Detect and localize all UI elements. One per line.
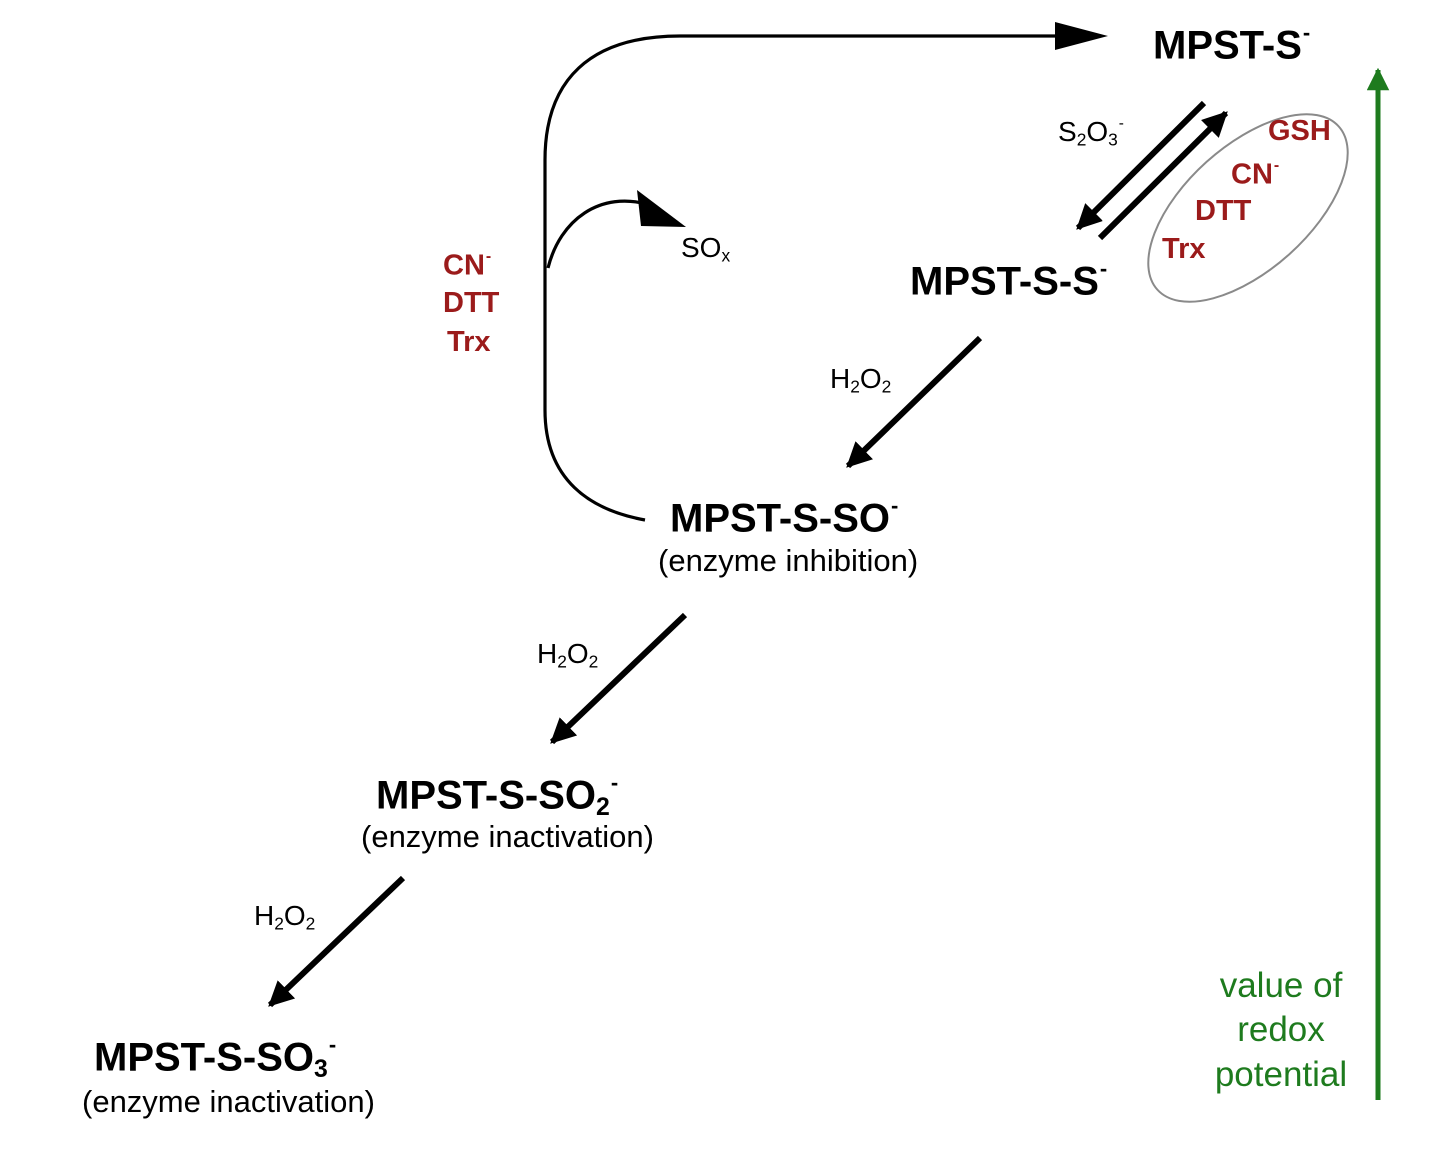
species-mpst-s-s: MPST-S-S- [910, 256, 1108, 304]
sox-release-arrowhead [637, 190, 686, 227]
reductant-oval [1147, 113, 1349, 303]
note-enzyme-inactivation-so2: (enzyme inactivation) [361, 819, 654, 854]
h2o2-arrow-2 [549, 612, 688, 745]
reduction-back-arrow [1097, 110, 1229, 241]
h2o2-arrow-3 [267, 875, 406, 1008]
species-mpst-s-so3: MPST-S-SO3- [94, 1032, 337, 1083]
regeneration-arrowhead [1055, 22, 1108, 50]
reagent-thiosulfate: S2O3- [1058, 115, 1124, 150]
redox-potential-label: value of redox potential [1214, 966, 1348, 1094]
species-mpst-s-so: MPST-S-SO- [670, 493, 899, 541]
reductant-oval-gsh: GSH [1268, 115, 1331, 147]
reductant-oval-dtt: DTT [1195, 195, 1252, 227]
species-mpst-s-so2: MPST-S-SO2- [376, 770, 619, 821]
h2o2-arrow-1 [845, 335, 983, 469]
reagent-h2o2-2: H2O2 [537, 638, 599, 672]
sox-release-arrow [546, 199, 651, 269]
note-enzyme-inactivation-so3: (enzyme inactivation) [82, 1084, 375, 1119]
reagent-h2o2-1: H2O2 [830, 363, 892, 397]
species-mpst-s: MPST-S- [1153, 20, 1311, 68]
reductant-left-dtt: DTT [443, 287, 500, 319]
reductant-left-cn: CN- [443, 248, 492, 282]
reagent-h2o2-3: H2O2 [254, 900, 316, 934]
thiosulfate-forward-arrow [1075, 100, 1207, 231]
reagent-sox: SOx [681, 232, 731, 266]
reductant-oval-trx: Trx [1162, 233, 1206, 265]
regeneration-arrow [543, 34, 1068, 522]
note-enzyme-inhibition: (enzyme inhibition) [658, 543, 919, 578]
reductant-left-trx: Trx [447, 326, 491, 358]
reductant-oval-cn: CN- [1231, 157, 1280, 191]
